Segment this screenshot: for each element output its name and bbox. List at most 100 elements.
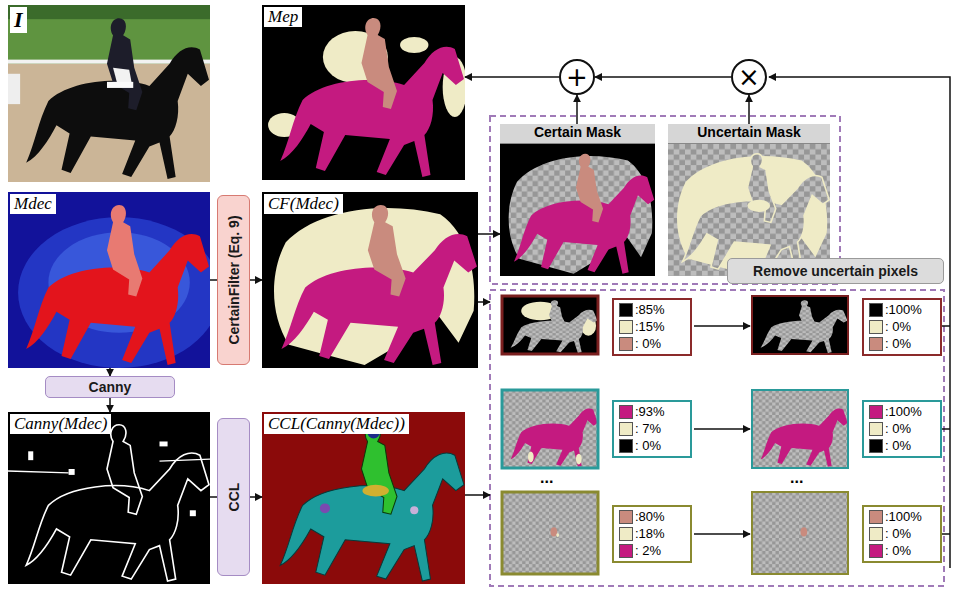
edge-blob — [190, 510, 196, 516]
ratio-row: :85% — [619, 302, 665, 318]
ratio-row: : 0% — [869, 421, 911, 437]
panel-label: Canny(Mdec) — [10, 414, 111, 434]
component-image — [502, 492, 598, 574]
ratio-row: : 7% — [619, 421, 661, 437]
rider-region — [576, 154, 603, 223]
color-swatch — [869, 405, 883, 419]
ratio-row: : 0% — [619, 336, 661, 352]
color-swatch — [619, 544, 633, 558]
color-swatch — [619, 439, 633, 453]
ratio-value: :15% — [635, 319, 665, 335]
background — [500, 144, 655, 276]
edge-blob — [69, 469, 75, 475]
ratio-value: :93% — [635, 404, 665, 420]
flow-arrow — [478, 301, 490, 303]
color-swatch — [619, 303, 633, 317]
background — [752, 296, 848, 354]
ratio-row: :100% — [869, 302, 922, 318]
horse-region — [761, 409, 848, 467]
operator-circle: × — [731, 59, 767, 95]
image-panel: Mep — [262, 5, 465, 180]
flow-arrow — [478, 233, 500, 235]
transparent — [502, 492, 598, 574]
panel-label: Mep — [264, 7, 302, 27]
rider-edges — [107, 425, 142, 514]
ratio-value: : 0% — [885, 336, 911, 352]
rider-region — [368, 205, 406, 297]
uncertain-region — [556, 533, 559, 537]
step-label: CertainFilter (Eq. 9) — [226, 215, 242, 344]
edge-image — [8, 412, 210, 584]
color-swatch — [869, 527, 883, 541]
photo — [8, 5, 210, 182]
panel-label: I — [10, 7, 27, 33]
panel-heading: Certain Mask — [500, 124, 655, 144]
uncertain-region — [576, 454, 582, 465]
ratio-row: :93% — [619, 404, 665, 420]
mask-image — [262, 192, 478, 368]
ratio-value: : 0% — [885, 543, 911, 559]
small-region — [550, 527, 557, 536]
heatmap — [8, 192, 220, 368]
color-swatch — [869, 303, 883, 317]
panel-heading: Uncertain Mask — [668, 124, 830, 144]
ratio-box: :93%: 7%: 0% — [612, 400, 692, 458]
color-swatch — [869, 439, 883, 453]
image-frame — [502, 390, 598, 468]
rider-cutout — [747, 154, 775, 223]
ratio-value: : 0% — [885, 438, 911, 454]
edge-blob — [160, 441, 168, 446]
ratio-value: : 0% — [635, 336, 661, 352]
image-panel: Canny(Mdec) — [8, 412, 210, 584]
background — [8, 412, 210, 584]
background — [262, 412, 465, 584]
color-swatch — [619, 320, 633, 334]
flow-arrow — [595, 76, 731, 78]
color-swatch — [869, 544, 883, 558]
ratio-row: :15% — [619, 319, 665, 335]
component-image — [752, 296, 848, 354]
small-component — [320, 503, 330, 513]
edge-blob — [28, 451, 33, 460]
color-swatch — [869, 337, 883, 351]
ratio-row: : 0% — [869, 526, 911, 542]
feed-line — [942, 325, 950, 327]
rider — [107, 18, 142, 110]
image-frame — [502, 492, 598, 574]
ratio-value: :18% — [635, 526, 665, 542]
color-swatch — [869, 320, 883, 334]
transparent — [502, 390, 598, 468]
flow-arrow — [465, 76, 559, 78]
small-component — [410, 506, 418, 514]
flow-arrow — [210, 279, 217, 281]
uncertain-region — [747, 200, 770, 212]
trees — [8, 5, 210, 19]
image-panel: CCL(Canny(Mdec)) — [262, 412, 465, 584]
ratio-value: :100% — [885, 404, 922, 420]
mask-image — [500, 144, 655, 276]
flow-arrow — [250, 279, 262, 281]
ratio-row: : 0% — [869, 336, 911, 352]
ratio-value: : 0% — [885, 319, 911, 335]
step-label: CCL — [226, 483, 242, 512]
ellipsis-label: ... — [540, 470, 553, 486]
ratio-value: : 7% — [635, 421, 661, 437]
ratio-value: : 0% — [635, 438, 661, 454]
flow-arrow — [694, 428, 750, 430]
ratio-value: :80% — [635, 509, 665, 525]
ratio-row: :18% — [619, 526, 665, 542]
process-box: Canny — [45, 376, 175, 398]
mask-panel: Uncertain Mask — [668, 124, 830, 276]
step-label: Remove uncertain pixels — [753, 263, 918, 279]
uncertain-region — [400, 37, 428, 53]
ratio-value: : 2% — [635, 543, 661, 559]
background — [262, 5, 465, 180]
mask-image — [668, 144, 830, 276]
dashed-group — [490, 290, 944, 586]
ratio-row: : 2% — [619, 543, 661, 559]
operator-circle: + — [559, 59, 595, 95]
flow-arrow — [109, 368, 111, 376]
panel-label: Mdec — [10, 194, 56, 214]
